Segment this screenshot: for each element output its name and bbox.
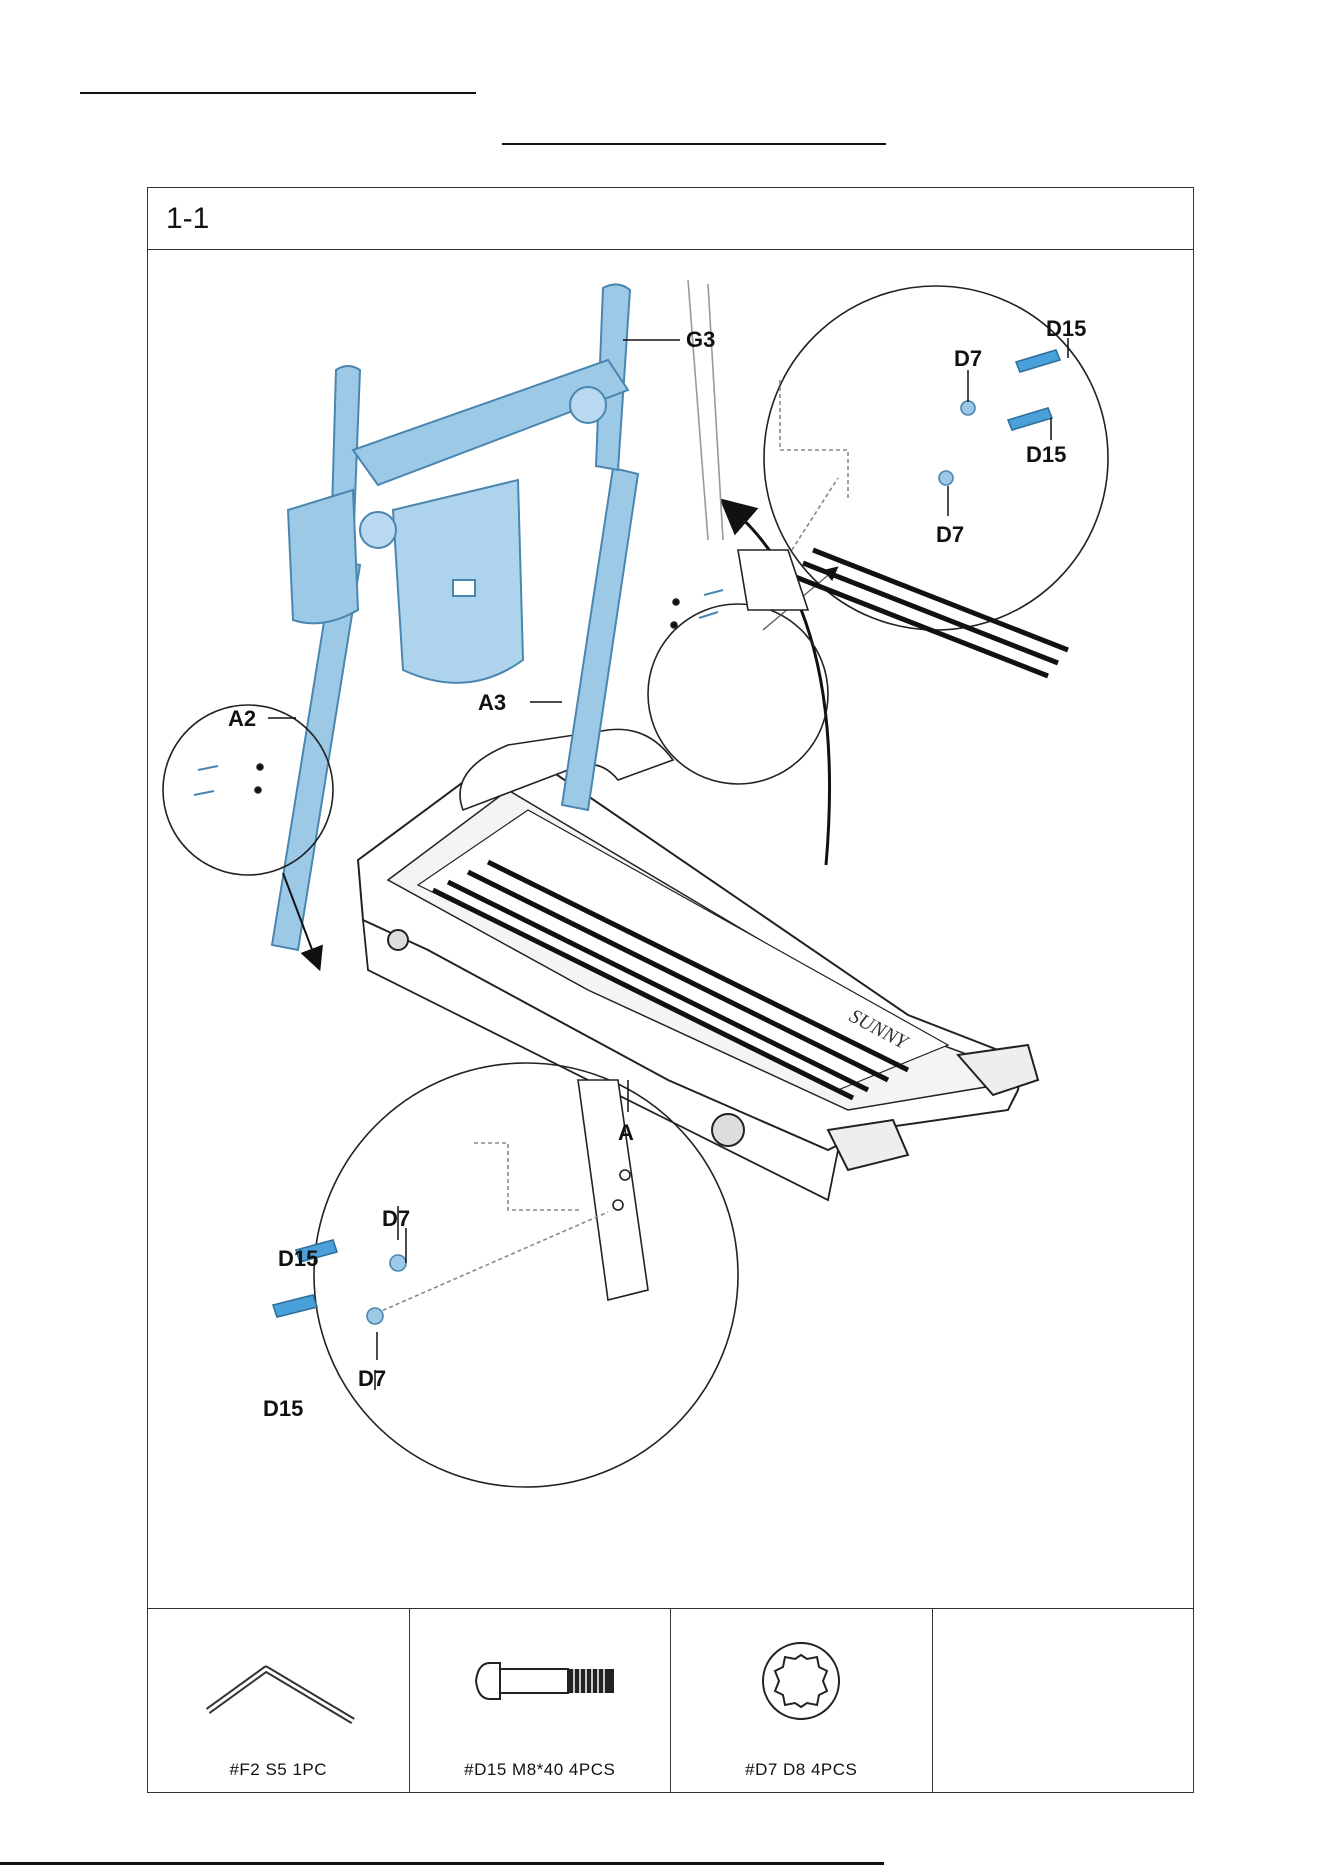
part-cell-allen-key: #F2 S5 1PC [148,1609,410,1792]
footer-rule [0,1862,884,1865]
callout-g3: G3 [686,327,715,352]
part-cell-lock-washer: #D7 D8 4PCS [671,1609,933,1792]
parts-table: #F2 S5 1PC #D15 M8*40 4PCS #D7 D8 4PCS [148,1608,1193,1792]
treadmill-base: SUNNY [358,729,1038,1200]
zoom-circle-large-top [688,280,1108,676]
part-label-bolt: #D15 M8*40 4PCS [410,1760,671,1780]
callout-d7-top-2: D7 [936,522,964,547]
callout-a3: A3 [478,690,506,715]
part-cell-empty [933,1609,1194,1792]
allen-key-icon [148,1609,408,1739]
callout-d15-top-2: D15 [1026,442,1066,467]
callout-d7-top-1: D7 [954,346,982,371]
step-header: 1-1 [148,188,1193,250]
callout-d7-bottom-1: D7 [382,1206,410,1231]
callout-d15-bottom-1: D15 [278,1246,318,1271]
part-label-lock-washer: #D7 D8 4PCS [671,1760,932,1780]
callout-d15-top-1: D15 [1046,316,1086,341]
callout-d15-bottom-2: D15 [263,1396,303,1421]
assembly-drawing: SUNNY [148,250,1193,1608]
callout-a2: A2 [228,706,256,731]
callout-a: A [618,1120,634,1145]
callout-d7-bottom-2: D7 [358,1366,386,1391]
lock-washer-icon [671,1609,931,1739]
zoom-circle-large-bottom [273,1063,738,1487]
header-rule-left [80,92,476,94]
step-title: 1-1 [166,202,209,236]
bolt-icon [410,1609,670,1739]
header-rule-center [502,143,886,145]
part-cell-bolt: #D15 M8*40 4PCS [410,1609,672,1792]
part-label-allen-key: #F2 S5 1PC [148,1760,409,1780]
assembly-step-frame: 1-1 SUNNY [147,187,1194,1793]
